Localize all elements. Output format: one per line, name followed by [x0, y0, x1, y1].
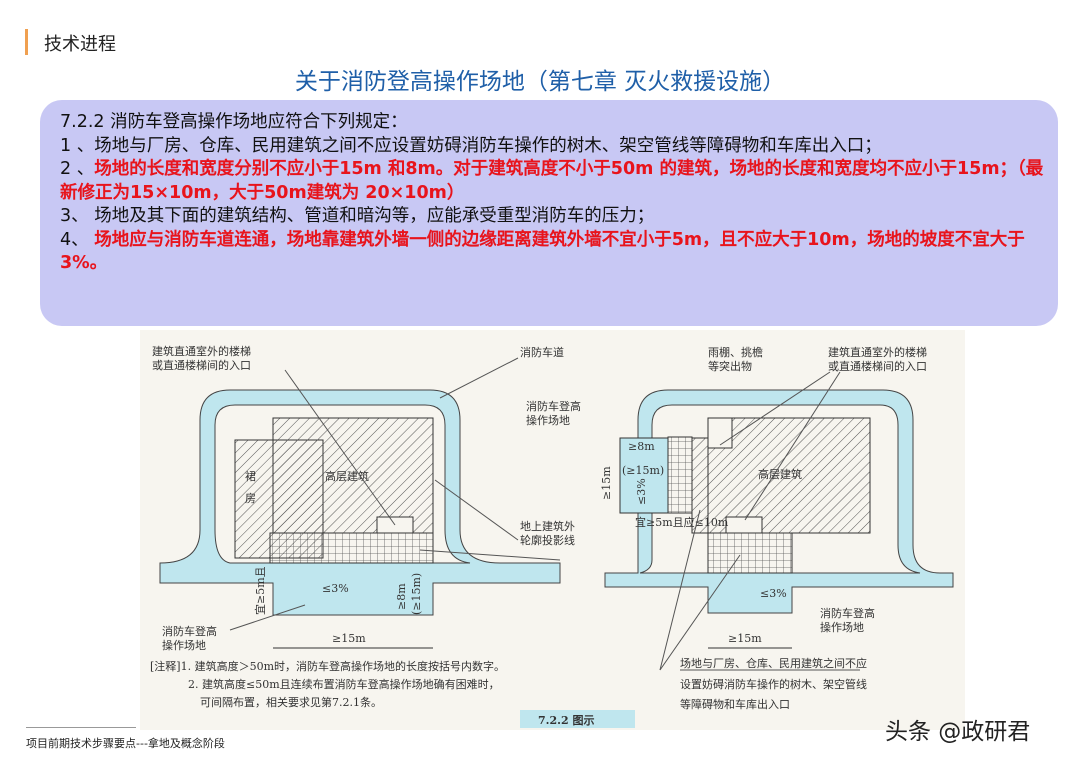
- pad-length-label: ≥15m: [600, 466, 613, 500]
- rule-2-text: 场地的长度和宽度分别不应小于15m 和8m。对于建筑高度不小于50m 的建筑，场…: [60, 159, 1044, 203]
- footer-divider: [26, 727, 136, 728]
- depth-label-2: (≥15m): [410, 573, 423, 615]
- tower-label: 高层建筑: [325, 469, 369, 483]
- width-label-right: ≥15m: [728, 632, 762, 645]
- rules-panel: [40, 100, 1058, 326]
- header-accent-bar: [25, 29, 28, 55]
- outline-label-2: 轮廓投影线: [520, 533, 575, 547]
- pad-label: 消防车登高: [162, 624, 217, 638]
- diagram-caption: 7.2.2 图示: [538, 714, 594, 727]
- canopy-label-2: 等突出物: [708, 359, 752, 373]
- pad-label-right-top: 消防车登高: [526, 399, 581, 413]
- rule-4-text: 场地应与消防车道连通，场地靠建筑外墙一侧的边缘距离建筑外墙不宜小于5m，且不应大…: [60, 229, 1025, 274]
- pad-label-right-2: 操作场地: [820, 620, 864, 634]
- podium-label-2: 房: [245, 492, 256, 505]
- section-header: 技术进程: [44, 34, 116, 55]
- rule-4: 4、 场地应与消防车道连通，场地靠建筑外墙一侧的边缘距离建筑外墙不宜小于5m，且…: [60, 229, 1050, 276]
- watermark: 头条 @政研君: [885, 719, 1031, 745]
- rule-1: 1 、场地与厂房、仓库、民用建筑之间不应设置妨碍消防车操作的树木、架空管线等障碍…: [60, 135, 882, 156]
- road-label: 消防车道: [520, 345, 564, 359]
- pad-width-label: ≥8m: [628, 440, 655, 453]
- page-title: 关于消防登高操作场地（第七章 灭火救援设施）: [294, 69, 786, 95]
- pad-label-right-top-2: 操作场地: [526, 413, 570, 427]
- rule-2-num: 2 、: [60, 159, 95, 179]
- stair-label-2: 或直通楼梯间的入口: [152, 358, 251, 372]
- slope-label-right: ≤3%: [635, 478, 648, 505]
- note-2: 2. 建筑高度≤50m且连续布置消防车登高操作场地确有困难时，: [188, 677, 500, 691]
- fire-access-diagram: 裙 房 高层建筑 建筑直通室外的楼梯 或直通楼梯间的入口 消防车道 ≤3% ≥1…: [140, 330, 965, 730]
- footer-text: 项目前期技术步骤要点---拿地及概念阶段: [26, 737, 225, 750]
- pad-width-label-2: (≥15m): [622, 464, 664, 477]
- rule-heading: 7.2.2 消防车登高操作场地应符合下列规定：: [60, 112, 408, 132]
- slope-label: ≤3%: [322, 582, 349, 595]
- podium-label: 裙: [245, 470, 256, 483]
- site-note: 场地与厂房、仓库、民用建筑之间不应: [680, 656, 867, 670]
- left-plan: 裙 房 高层建筑 建筑直通室外的楼梯 或直通楼梯间的入口 消防车道 ≤3% ≥1…: [152, 344, 575, 652]
- pad-label-right: 消防车登高: [820, 606, 875, 620]
- stair-label-right: 建筑直通室外的楼梯: [828, 345, 927, 359]
- distance-label: 宜≥5m且: [253, 566, 267, 615]
- site-note-3: 等障碍物和车库出入口: [680, 697, 790, 711]
- rule-4-num: 4、: [60, 229, 95, 250]
- rules-text: 7.2.2 消防车登高操作场地应符合下列规定： 1 、场地与厂房、仓库、民用建筑…: [60, 111, 1050, 276]
- pad-label-2: 操作场地: [162, 638, 206, 652]
- note-3: 可间隔布置，相关要求见第7.2.1条。: [200, 695, 382, 709]
- depth-label: ≥8m: [395, 583, 408, 610]
- site-note-2: 设置妨碍消防车操作的树木、架空管线: [680, 677, 867, 691]
- rule-2: 2 、场地的长度和宽度分别不应小于15m 和8m。对于建筑高度不小于50m 的建…: [60, 158, 1050, 205]
- width-label: ≥15m: [332, 632, 366, 645]
- canopy-label: 雨棚、挑檐: [708, 345, 763, 359]
- rule-3: 3、 场地及其下面的建筑结构、管道和暗沟等，应能承受重型消防车的压力；: [60, 206, 655, 226]
- caption-bg: [520, 710, 635, 728]
- stair-label: 建筑直通室外的楼梯: [152, 344, 251, 358]
- outline-label: 地上建筑外: [520, 519, 575, 533]
- slope-label-right-2: ≤3%: [760, 587, 787, 600]
- right-plan: 高层建筑 雨棚、挑檐 等突出物 建筑直通室外的楼梯 或直通楼梯间的入口 消防车登…: [526, 345, 954, 711]
- note-1: [注释]1. 建筑高度＞50m时，消防车登高操作场地的长度按括号内数字。: [150, 659, 505, 673]
- distance-label-right: 宜≥5m且应≤10m: [635, 515, 729, 529]
- tower-label-right: 高层建筑: [758, 467, 802, 481]
- stair-label-right-2: 或直通楼梯间的入口: [828, 359, 927, 373]
